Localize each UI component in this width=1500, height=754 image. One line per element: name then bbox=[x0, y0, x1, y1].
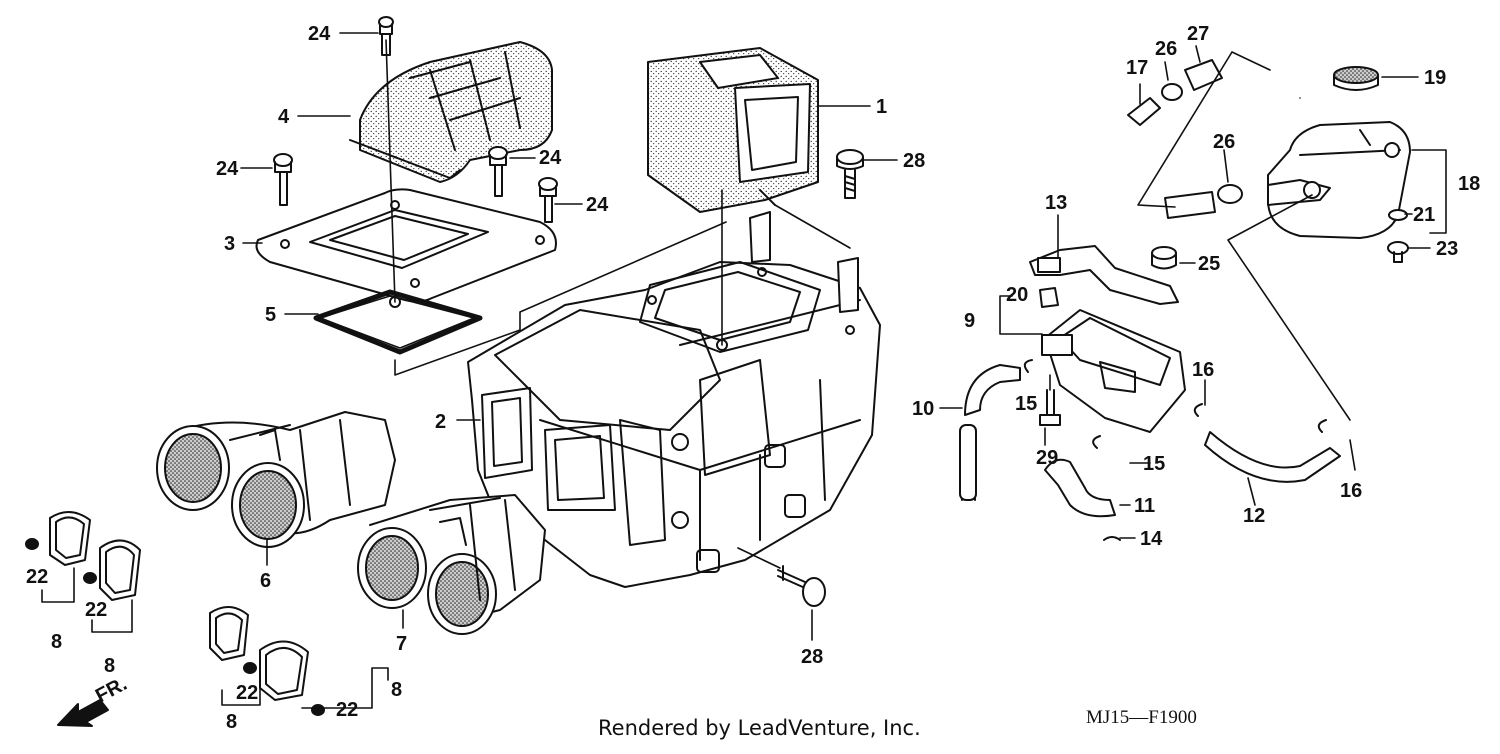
intake-funnel-7 bbox=[357, 494, 546, 635]
credit-text: Rendered by LeadVenture, Inc. bbox=[598, 716, 921, 740]
callout-24-c: 24 bbox=[539, 147, 562, 169]
callout-7: 7 bbox=[396, 633, 407, 655]
callout-8-d: 8 bbox=[226, 711, 237, 733]
air-cleaner-case bbox=[467, 211, 881, 588]
callout-17: 17 bbox=[1126, 57, 1148, 79]
callout-14: 14 bbox=[1140, 528, 1163, 550]
callout-22-d: 22 bbox=[336, 699, 358, 721]
hose-11 bbox=[1044, 458, 1116, 518]
fitting-17 bbox=[1127, 97, 1161, 126]
intake-duct bbox=[349, 41, 553, 183]
callout-19: 19 bbox=[1424, 67, 1446, 89]
callout-8-b: 8 bbox=[104, 655, 115, 677]
bolt-24-mid bbox=[488, 146, 508, 197]
intake-funnel-6 bbox=[156, 411, 396, 548]
reserve-tank bbox=[1267, 121, 1411, 239]
bolt-28-lower bbox=[737, 547, 826, 607]
hose-10 bbox=[959, 364, 1021, 501]
callout-10: 10 bbox=[912, 398, 934, 420]
front-arrow-icon bbox=[57, 699, 109, 727]
callout-15-b: 15 bbox=[1143, 453, 1165, 475]
callout-28-a: 28 bbox=[903, 150, 925, 172]
callout-16-a: 16 bbox=[1192, 359, 1214, 381]
collar-21 bbox=[1388, 209, 1408, 221]
callout-15-a: 15 bbox=[1015, 393, 1037, 415]
bolt-24-left bbox=[273, 153, 293, 206]
callout-24-a: 24 bbox=[308, 23, 331, 45]
callout-26-a: 26 bbox=[1155, 38, 1177, 60]
callout-1: 1 bbox=[876, 96, 887, 118]
bolt-24-right bbox=[538, 177, 558, 223]
bolt-23 bbox=[1387, 241, 1409, 263]
nut-25 bbox=[1151, 246, 1177, 270]
gasket bbox=[313, 289, 483, 355]
band-clamps bbox=[49, 511, 309, 701]
callout-11: 11 bbox=[1134, 495, 1155, 517]
bracket-13 bbox=[1029, 245, 1179, 305]
callout-26-b: 26 bbox=[1213, 131, 1235, 153]
tube-27 bbox=[1184, 59, 1223, 91]
screws-22 bbox=[25, 538, 325, 716]
callout-18: 18 bbox=[1458, 173, 1480, 195]
clip-26-lower bbox=[1217, 184, 1243, 204]
callout-22-b: 22 bbox=[85, 599, 107, 621]
air-filter-element bbox=[647, 47, 819, 213]
leader-lines bbox=[41, 32, 1447, 709]
callout-4: 4 bbox=[278, 106, 290, 128]
cover-plate bbox=[255, 188, 557, 303]
callout-12: 12 bbox=[1243, 505, 1265, 527]
callout-5: 5 bbox=[265, 304, 276, 326]
callout-2: 2 bbox=[435, 411, 446, 433]
callout-9: 9 bbox=[964, 310, 975, 332]
callout-13: 13 bbox=[1045, 192, 1067, 214]
callout-16-b: 16 bbox=[1340, 480, 1362, 502]
clip-26-upper bbox=[1161, 83, 1183, 101]
callout-22-c: 22 bbox=[236, 682, 258, 704]
callout-28-b: 28 bbox=[801, 646, 823, 668]
callout-numbers: 1 2 3 4 5 6 7 8 8 8 8 9 10 11 12 13 14 1… bbox=[26, 23, 1480, 733]
callout-21: 21 bbox=[1413, 204, 1435, 226]
clips bbox=[1023, 359, 1327, 541]
callout-8-a: 8 bbox=[51, 631, 62, 653]
bolt-28-upper bbox=[836, 149, 864, 199]
bolt-29 bbox=[1039, 389, 1061, 426]
tube-lower bbox=[1164, 191, 1216, 219]
callout-8-c: 8 bbox=[391, 679, 402, 701]
callout-27: 27 bbox=[1187, 23, 1209, 45]
breather-chamber bbox=[1041, 309, 1186, 433]
callout-25: 25 bbox=[1198, 253, 1220, 275]
callout-3: 3 bbox=[224, 233, 235, 255]
diagram-code: MJ15—F1900 bbox=[1086, 707, 1197, 728]
callout-29: 29 bbox=[1036, 447, 1058, 469]
callout-24-d: 24 bbox=[586, 194, 609, 216]
callout-23: 23 bbox=[1436, 238, 1458, 260]
callout-24-b: 24 bbox=[216, 158, 239, 180]
callout-22-a: 22 bbox=[26, 566, 48, 588]
nut-20 bbox=[1039, 287, 1059, 308]
bolt-24-top bbox=[378, 16, 394, 56]
callout-20: 20 bbox=[1006, 284, 1028, 306]
cap-19 bbox=[1333, 66, 1379, 91]
hose-12 bbox=[1204, 431, 1341, 483]
callout-6: 6 bbox=[260, 570, 271, 592]
